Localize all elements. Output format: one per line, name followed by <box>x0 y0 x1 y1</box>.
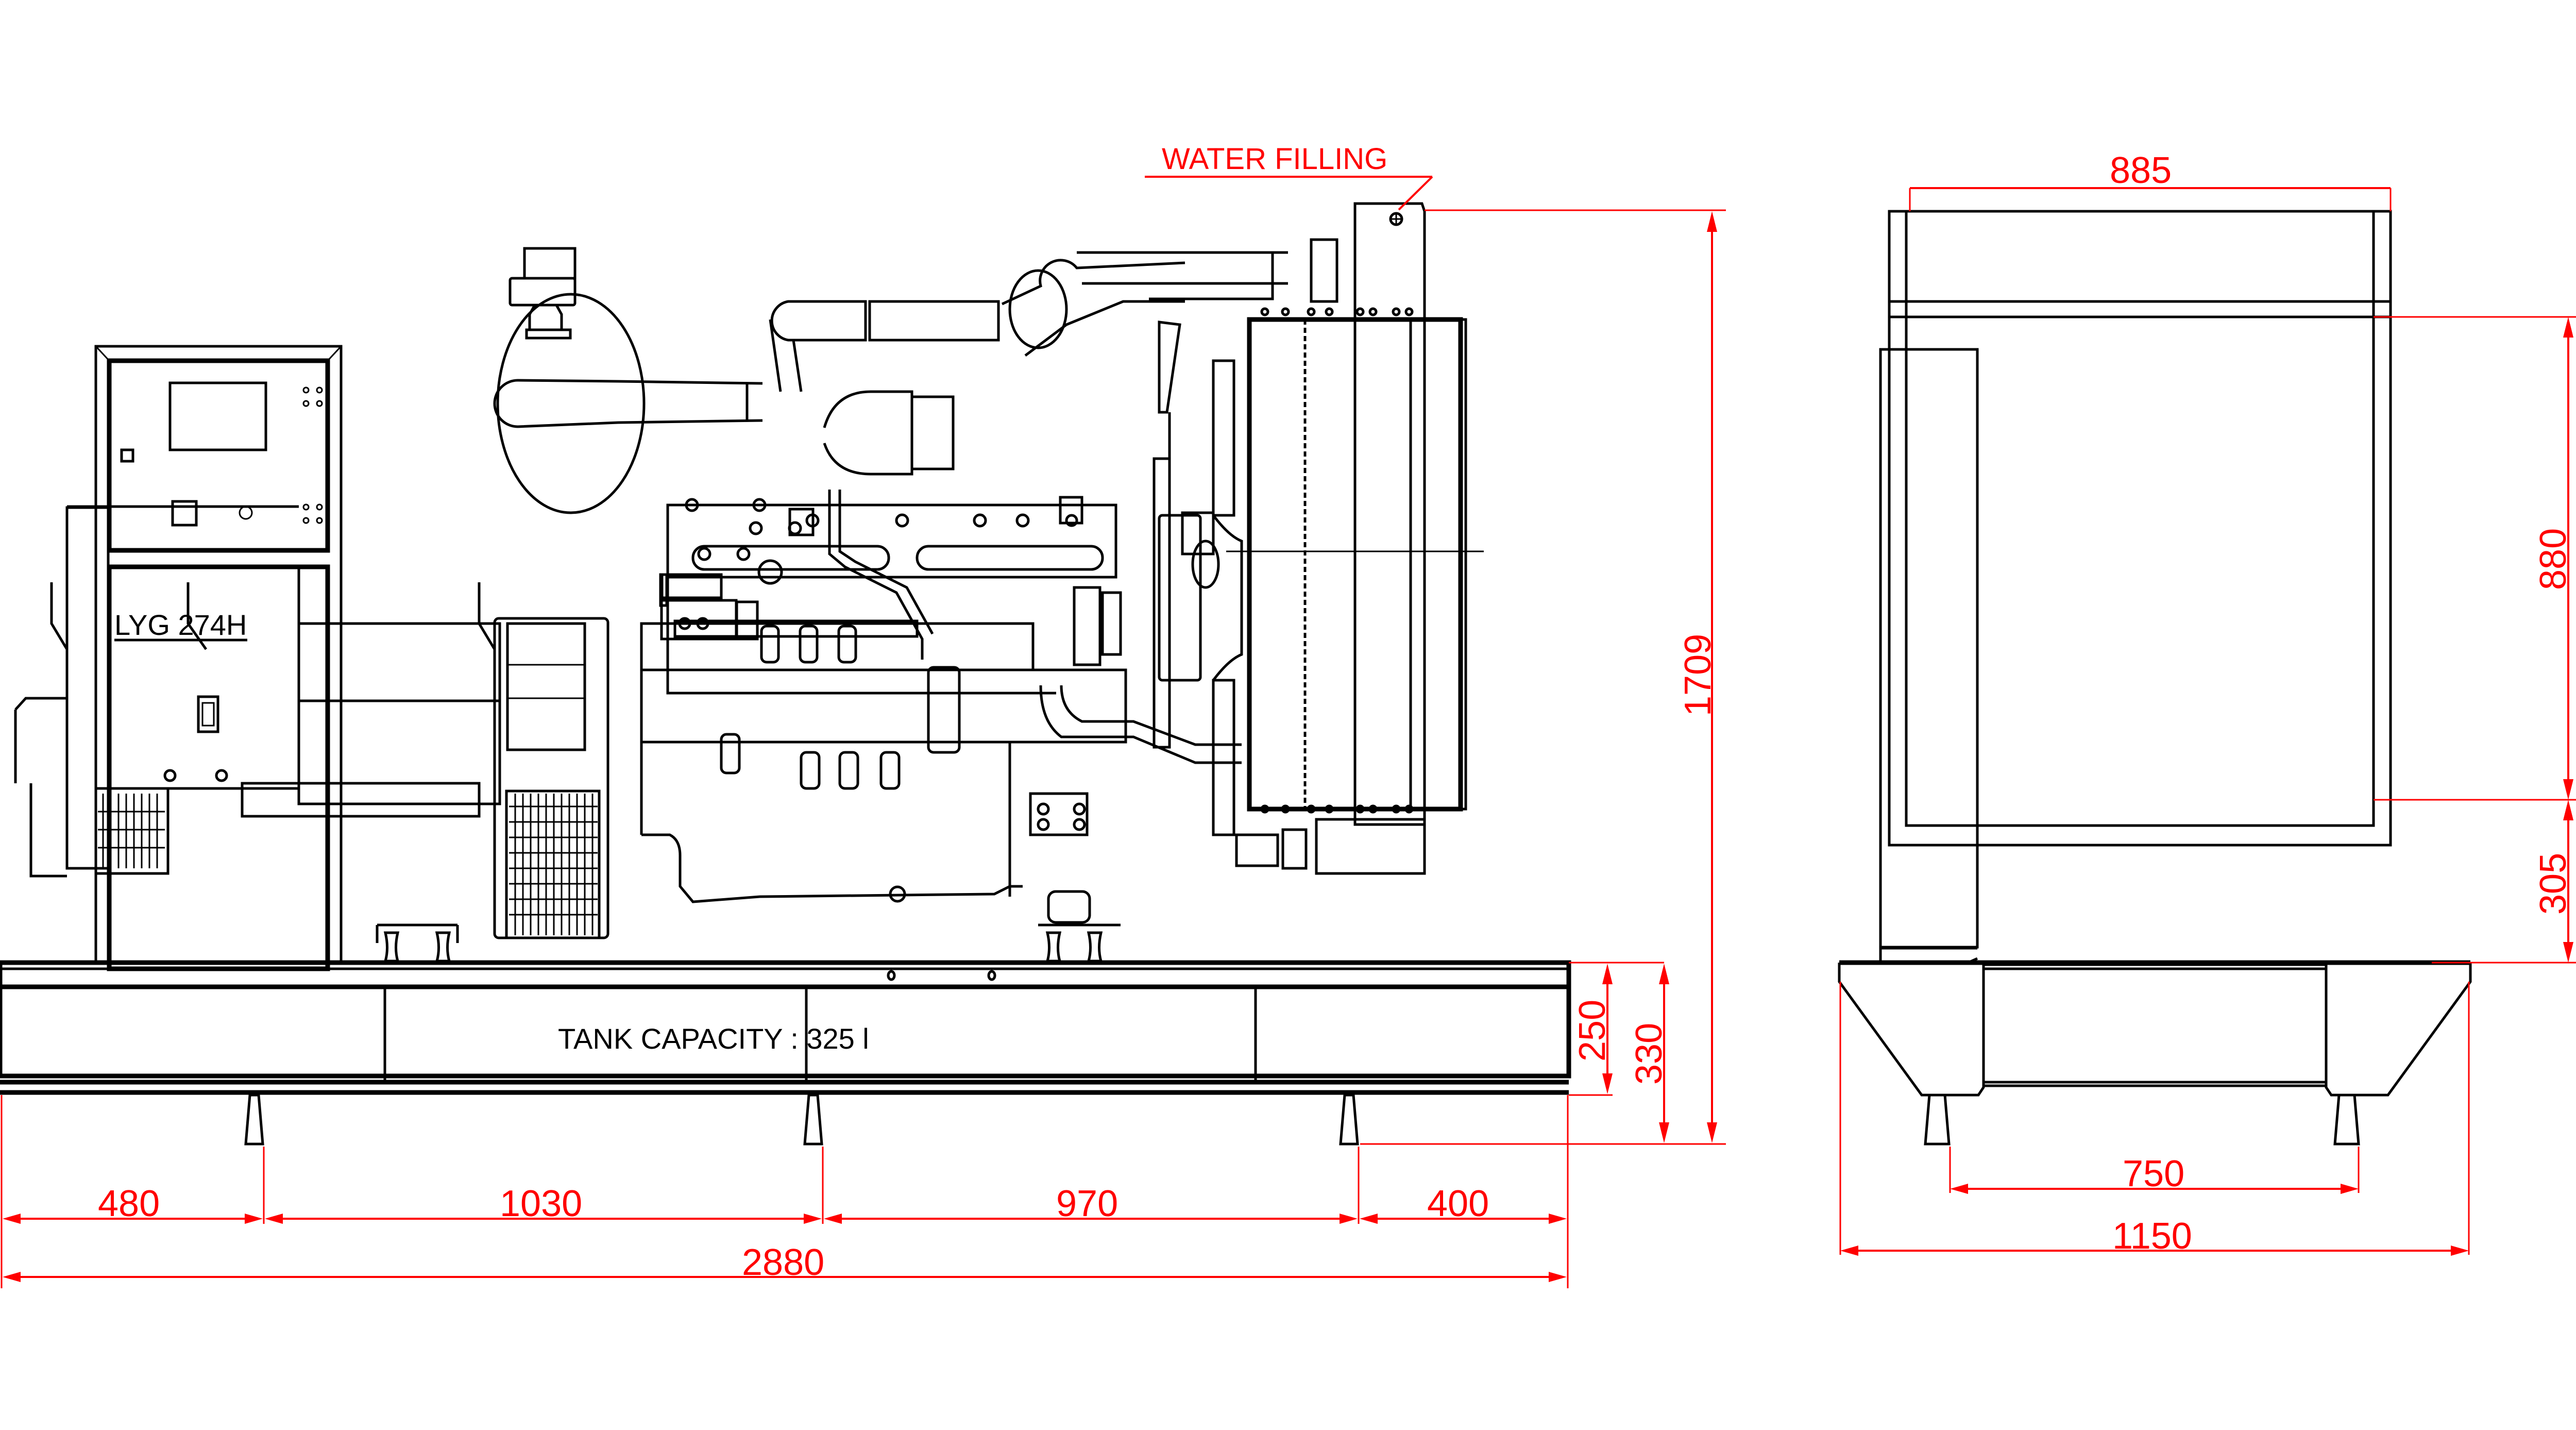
dim-overall-length: 2880 <box>742 1242 824 1283</box>
alternator: LYG 274H <box>14 506 501 878</box>
radiator-bolts-bottom <box>1260 804 1414 814</box>
radiator <box>1149 202 1484 875</box>
dim-base-height: 250 <box>1572 1000 1613 1062</box>
dim-radiator-width: 885 <box>2110 150 2172 191</box>
dim-span-2: 1030 <box>500 1183 582 1224</box>
base-feet <box>244 1093 1359 1146</box>
air-filter <box>493 247 763 514</box>
engine-sump <box>640 619 1127 903</box>
front-pulley-assembly <box>1029 457 1242 924</box>
alternator-vent-grille <box>94 787 170 875</box>
dim-span-3: 970 <box>1056 1183 1118 1224</box>
model-label: LYG 274H <box>114 609 247 641</box>
dim-overall-width: 1150 <box>2112 1216 2192 1257</box>
oil-line <box>828 490 934 660</box>
dim-feet-spacing: 750 <box>2123 1153 2184 1195</box>
dim-overall-height: 1709 <box>1677 634 1719 716</box>
exhaust-pipework <box>769 251 1288 536</box>
engine-block <box>666 498 1117 695</box>
tank-capacity-label: TANK CAPACITY : 325 l <box>558 1022 869 1055</box>
base-frame: TANK CAPACITY : 325 l <box>0 960 1571 1095</box>
side-view <box>1838 210 2472 1146</box>
engine-mounts <box>376 923 1121 963</box>
control-display <box>168 381 267 451</box>
control-button <box>120 448 134 463</box>
dim-span-4: 400 <box>1427 1183 1489 1224</box>
fan-shroud <box>1158 321 1243 836</box>
oil-filter <box>927 666 961 754</box>
air-filter-housing <box>496 293 646 514</box>
dim-base-with-feet: 330 <box>1629 1023 1670 1085</box>
side-control-panel <box>1879 348 1979 949</box>
water-filling-label: WATER FILLING <box>1162 142 1387 176</box>
radiator-bolts-top <box>1260 307 1414 316</box>
dim-radiator-base-offset: 305 <box>2533 853 2574 915</box>
front-view-dimensions: WATER FILLING 1709 250 330 480 <box>1 142 1726 1288</box>
dim-span-1: 480 <box>98 1183 160 1224</box>
engine-bolts <box>685 498 1030 585</box>
emergency-switch <box>171 500 198 527</box>
dim-radiator-height: 880 <box>2533 528 2574 590</box>
alternator-switch <box>197 695 219 733</box>
side-view-dimensions: 885 880 305 750 1150 <box>1839 150 2576 1257</box>
flywheel-housing <box>478 582 609 939</box>
front-view: LYG 274H <box>0 202 1571 1146</box>
flywheel-grille <box>505 789 601 939</box>
panel-indicator-dots <box>302 386 323 524</box>
side-base <box>1838 960 2472 1146</box>
